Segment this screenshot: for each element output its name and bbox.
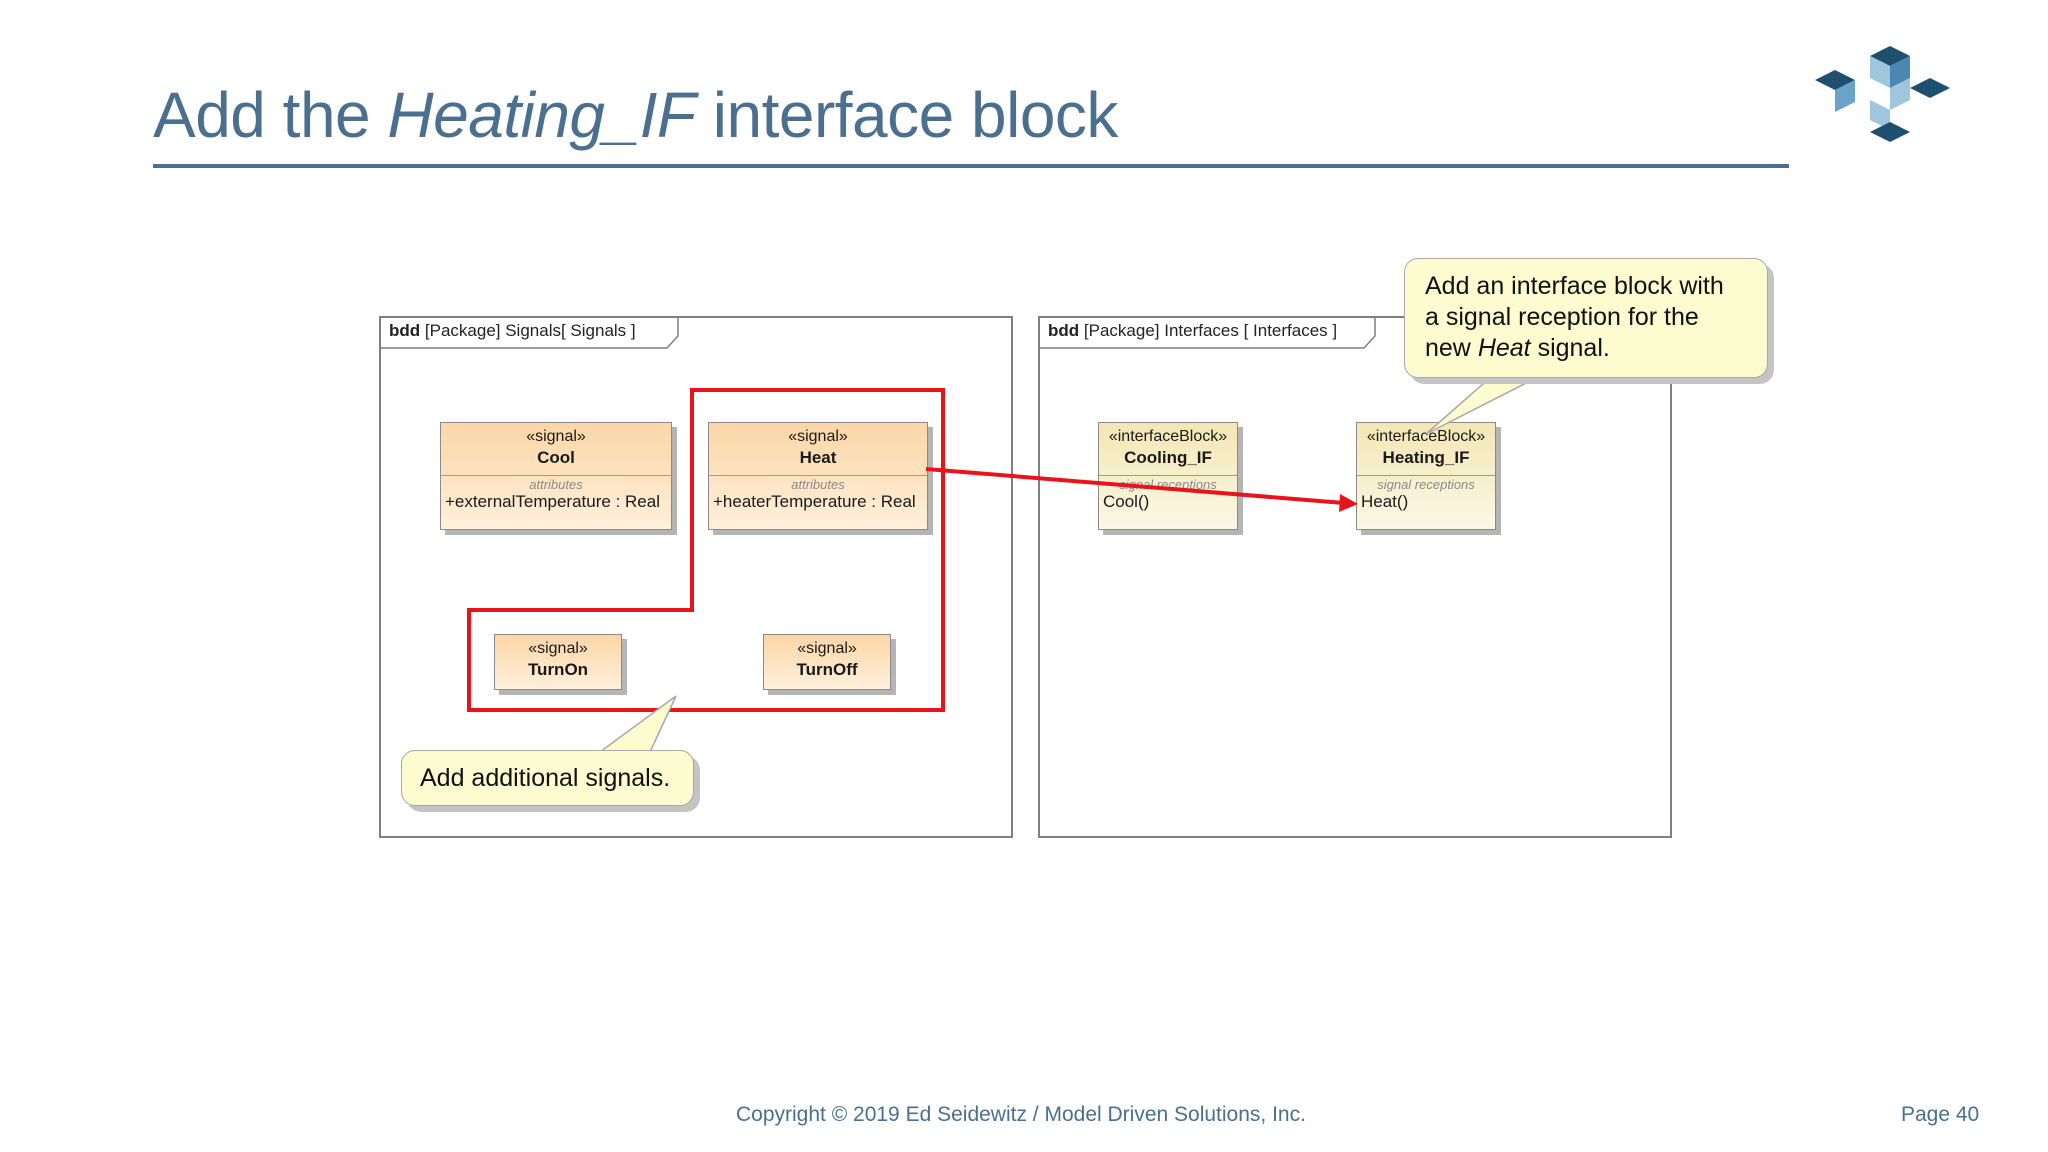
title-underline [153, 164, 1789, 168]
block-stereotype: «interfaceBlock» [1108, 428, 1228, 445]
callout-additional-signals: Add additional signals. [401, 750, 694, 806]
signal-block-turnoff[interactable]: «signal» TurnOff [763, 634, 891, 690]
block-name: Cooling_IF [1124, 448, 1212, 467]
block-name: TurnOff [796, 660, 858, 679]
interface-block-cooling-if[interactable]: «interfaceBlock» Cooling_IF signal recep… [1098, 422, 1238, 530]
interface-block-heating-if[interactable]: «interfaceBlock» Heating_IF signal recep… [1356, 422, 1496, 530]
company-logo-icon [1815, 46, 1950, 142]
slide-title: Add the Heating_IF interface block [153, 79, 1118, 151]
attribute-item: +heaterTemperature : Real [713, 492, 916, 511]
frame-tab-outline [1040, 318, 1376, 349]
signal-block-heat[interactable]: «signal» Heat attributes +heaterTemperat… [708, 422, 928, 530]
receptions-compartment: signal receptions Heat() [1357, 475, 1495, 512]
block-name: TurnOn [527, 660, 589, 679]
block-stereotype: «signal» [528, 640, 588, 657]
attributes-compartment: attributes +heaterTemperature : Real [709, 475, 927, 512]
receptions-compartment: signal receptions Cool() [1099, 475, 1237, 512]
frame-header: bdd [Package] Signals[ Signals ] [389, 321, 636, 340]
page-number: Page 40 [1901, 1103, 1980, 1126]
callout-interface-block: Add an interface block with a signal rec… [1404, 258, 1768, 378]
interfaces-package-frame: bdd [Package] Interfaces [ Interfaces ] [1038, 316, 1672, 838]
block-name: Cool [537, 448, 575, 467]
block-name: Heating_IF [1382, 448, 1470, 467]
signal-block-turnon[interactable]: «signal» TurnOn [494, 634, 622, 690]
attribute-item: +externalTemperature : Real [445, 492, 660, 511]
frame-tab-outline [381, 318, 679, 349]
frame-header: bdd [Package] Interfaces [ Interfaces ] [1048, 321, 1338, 340]
signal-block-cool[interactable]: «signal» Cool attributes +externalTemper… [440, 422, 672, 530]
copyright-footer: Copyright © 2019 Ed Seidewitz / Model Dr… [736, 1103, 1306, 1126]
attributes-compartment: attributes +externalTemperature : Real [441, 475, 671, 512]
block-stereotype: «signal» [797, 640, 857, 657]
block-stereotype: «interfaceBlock» [1366, 428, 1486, 445]
block-stereotype: «signal» [788, 428, 848, 445]
reception-item: Heat() [1361, 492, 1409, 511]
reception-item: Cool() [1103, 492, 1150, 511]
block-name: Heat [799, 448, 837, 467]
block-stereotype: «signal» [526, 428, 586, 445]
